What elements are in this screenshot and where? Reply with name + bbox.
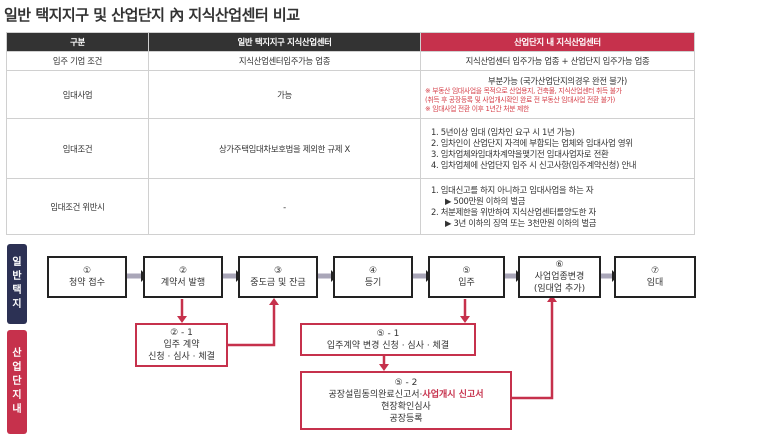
list-item: 4. 임차업체에 산업단지 입주 시 신고사항(입주계약신청) 안내 xyxy=(431,159,637,170)
list-item: 1. 임대신고를 하지 아니하고 임대사업을 하는 자 xyxy=(431,184,594,195)
flow-substep-5-2: ⑤ - 2 공장설립동의완료신고서·사업개시 신고서 현장확인심사 공장등록 xyxy=(300,371,512,430)
list-item: 3. 임차업체와임대차계약을맺기전 임대사업자로 전환 xyxy=(431,148,609,159)
lane-label-industrial: 산 업 단 지 내 xyxy=(7,330,27,434)
cell-industrial: 1. 5년이상 임대 (임차인 요구 시 1년 가능) 2. 임차인이 산업단지… xyxy=(420,118,695,179)
cell-industrial: 부분가능 (국가산업단지의경우 완전 불가) ※ 부동산 임대사업을 목적으로 … xyxy=(420,70,695,119)
cell-general: - xyxy=(148,178,421,235)
list-item: ▶ 3년 이하의 징역 또는 3천만원 이하의 벌금 xyxy=(445,217,597,228)
note-line: ※ 임대사업 전환 이후 1년간 처분 제한 xyxy=(425,105,529,113)
comparison-table: 구분 일반 택지지구 지식산업센터 산업단지 내 지식산업센터 입주 기업 조건… xyxy=(6,32,695,235)
note-line: ※ 부동산 임대사업을 목적으로 산업용지, 건축물, 지식산업센터 취득 불가 xyxy=(425,87,622,95)
row-label: 임대조건 위반시 xyxy=(6,178,149,235)
list-item: 2. 처분제한을 위반하여 지식산업센터를양도한 자 xyxy=(431,206,596,217)
lane-label-general: 일 반 택 지 xyxy=(7,244,27,324)
note-line: (취득 후 공장등록 및 사업개시확인 완료 전 부동산 임대사업 전환 불가) xyxy=(425,96,615,104)
header-general: 일반 택지지구 지식산업센터 xyxy=(148,32,421,52)
table-row: 임대사업 가능 부분가능 (국가산업단지의경우 완전 불가) ※ 부동산 임대사… xyxy=(6,70,695,119)
row-label: 임대사업 xyxy=(6,70,149,119)
header-category: 구분 xyxy=(6,32,149,52)
list-item: 1. 5년이상 임대 (임차인 요구 시 1년 가능) xyxy=(431,126,575,137)
row-label: 임대조건 xyxy=(6,118,149,179)
page-title: 일반 택지지구 및 산업단지 內 지식산업센터 비교 xyxy=(4,6,300,24)
list-item: ▶ 500만원 이하의 벌금 xyxy=(445,195,526,206)
header-industrial: 산업단지 내 지식산업센터 xyxy=(420,32,695,52)
industrial-main: 부분가능 (국가산업단지의경우 완전 불가) xyxy=(488,76,627,86)
table-row: 임대조건 상가주택임대차보호법을 제외한 규제 X 1. 5년이상 임대 (임차… xyxy=(6,118,695,179)
cell-industrial: 1. 임대신고를 하지 아니하고 임대사업을 하는 자 ▶ 500만원 이하의 … xyxy=(420,178,695,235)
table-row: 임대조건 위반시 - 1. 임대신고를 하지 아니하고 임대사업을 하는 자 ▶… xyxy=(6,178,695,235)
list-item: 2. 임차인이 산업단지 자격에 부합되는 업체와 임대사업 영위 xyxy=(431,137,633,148)
